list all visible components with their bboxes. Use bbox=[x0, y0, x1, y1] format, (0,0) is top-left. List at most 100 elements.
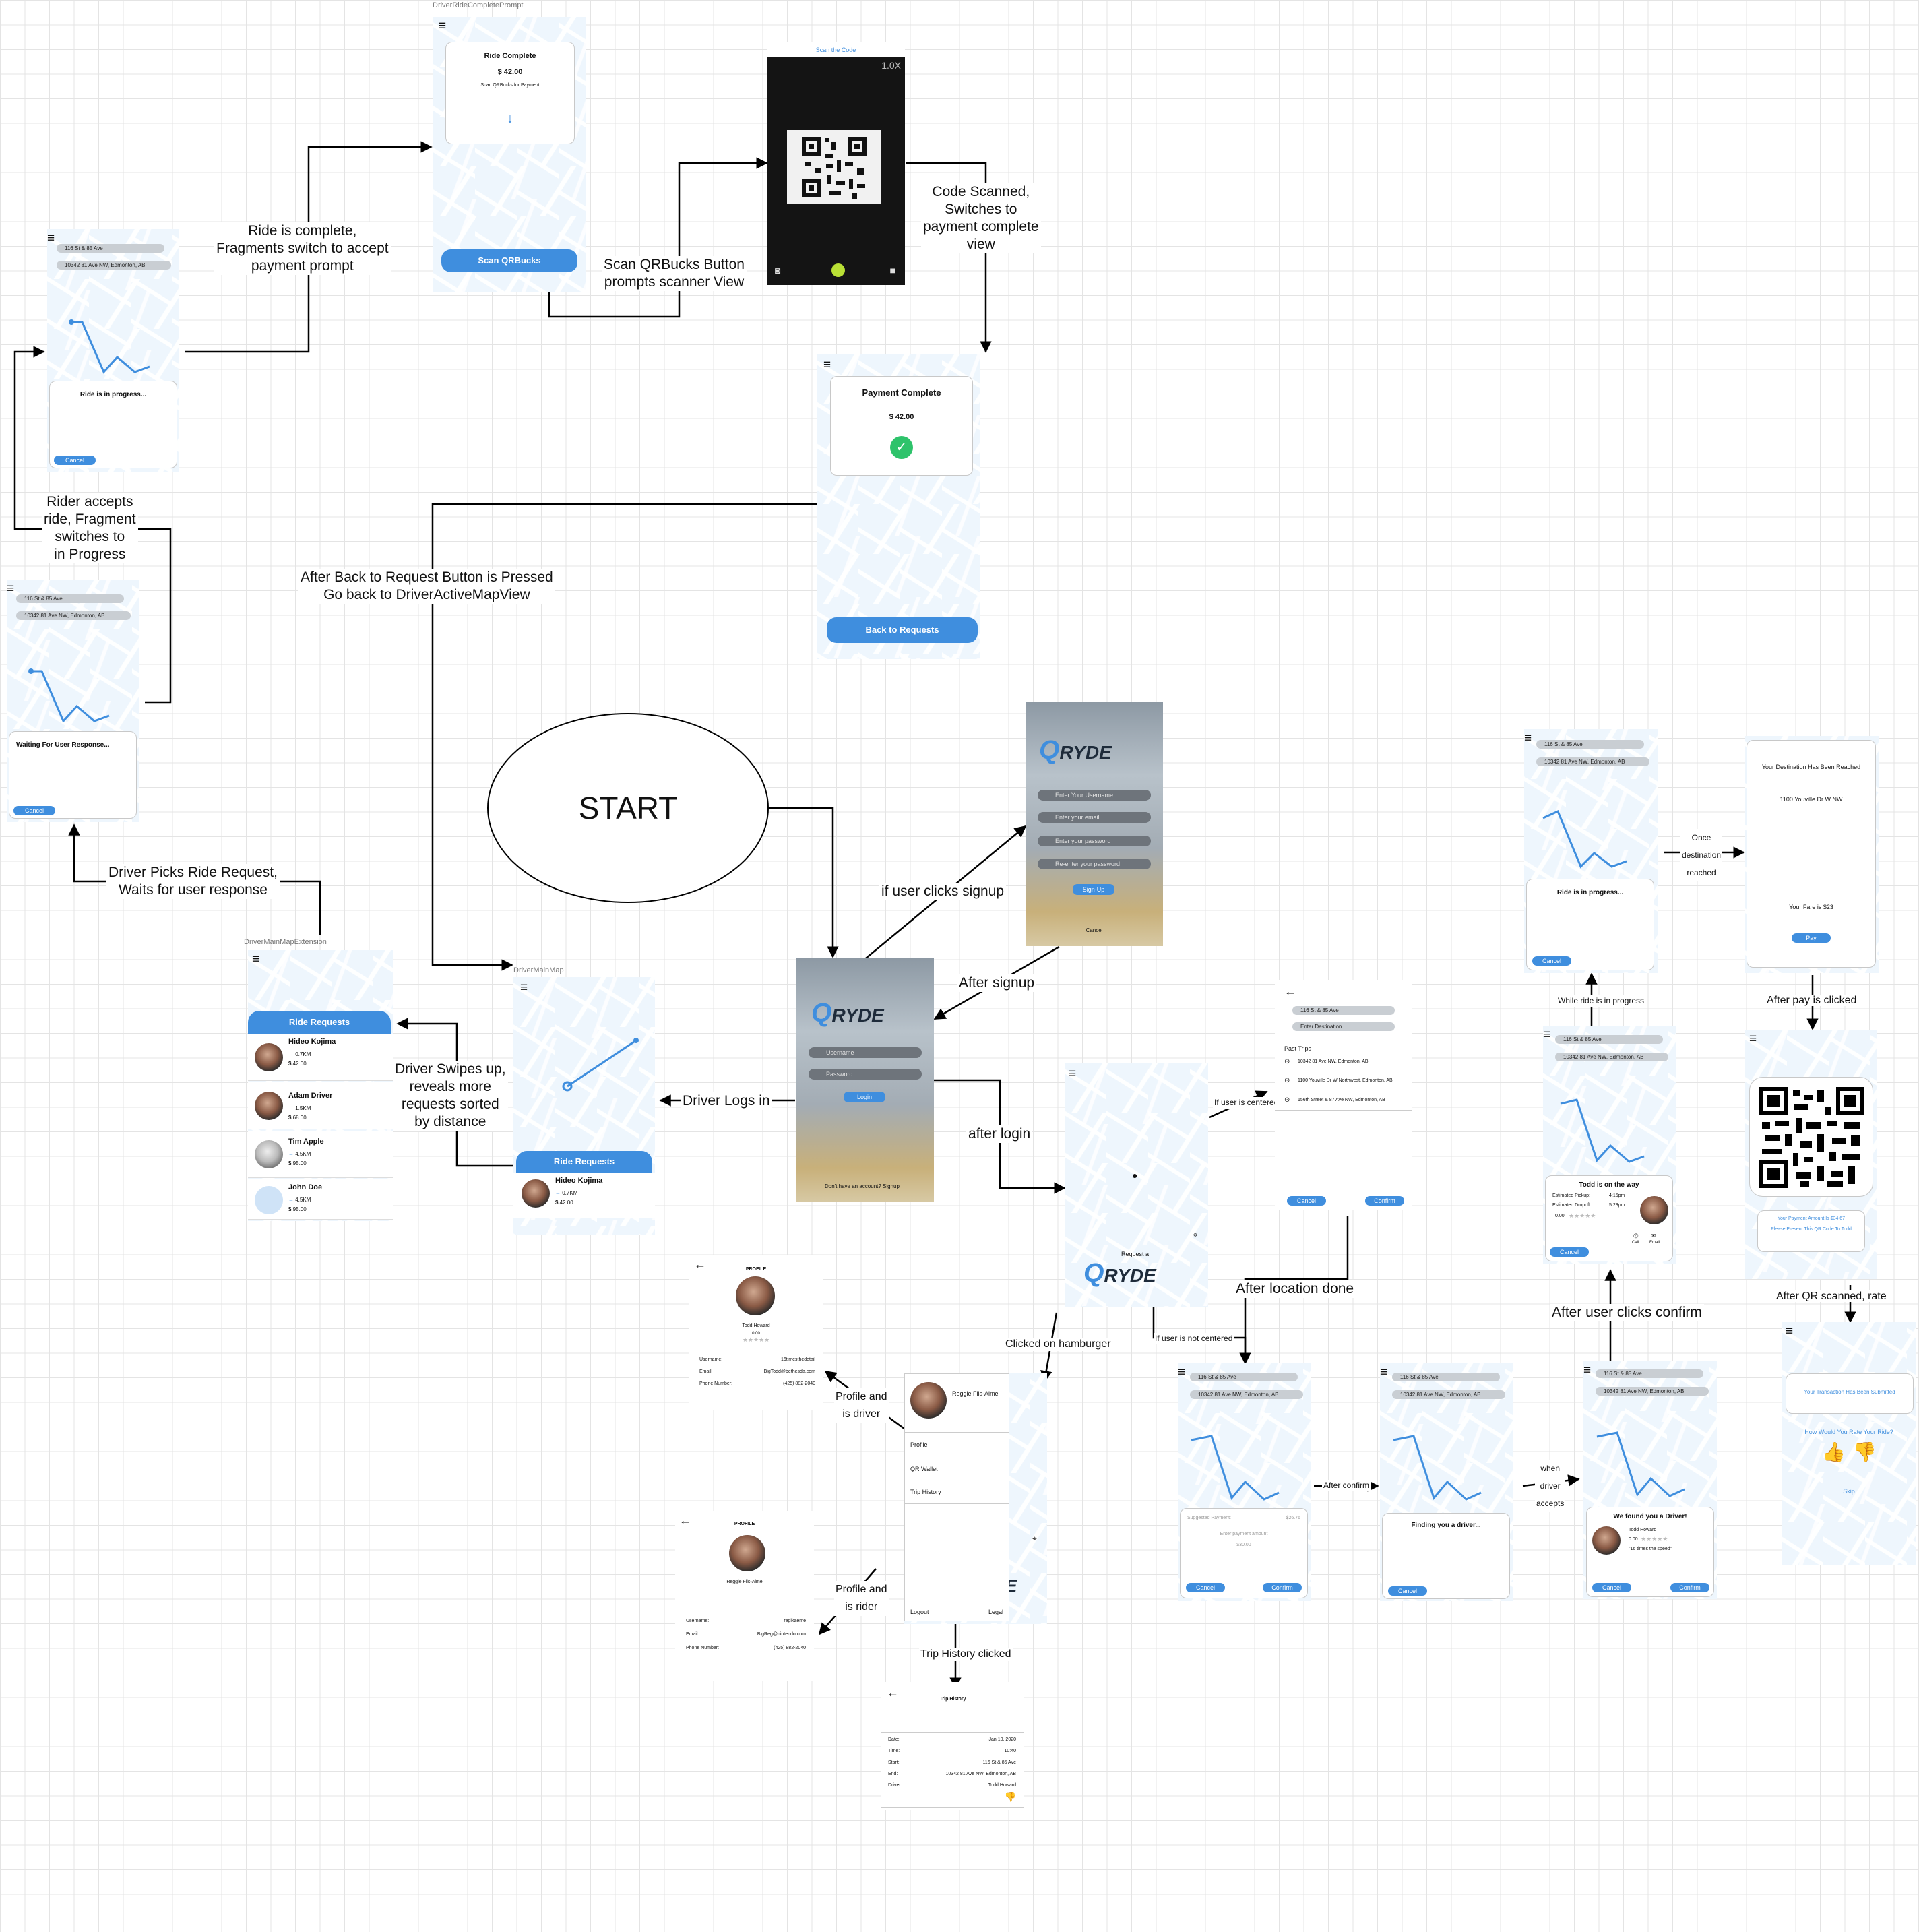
skip-link[interactable]: Skip bbox=[1843, 1488, 1855, 1495]
video-icon[interactable]: ■ bbox=[889, 265, 895, 276]
hamburger-icon[interactable]: ≡ bbox=[520, 980, 528, 995]
cancel-button[interactable]: Cancel bbox=[1186, 1583, 1225, 1592]
pay-button[interactable]: Pay bbox=[1792, 933, 1831, 943]
hamburger-icon[interactable]: ≡ bbox=[252, 952, 260, 966]
request-row[interactable]: John Doe → 4.5KM $ 95.00 bbox=[248, 1179, 393, 1220]
destination-input[interactable]: Enter Destination... bbox=[1292, 1022, 1395, 1031]
cancel-button[interactable]: Cancel bbox=[1592, 1583, 1631, 1592]
divider bbox=[905, 1432, 1009, 1433]
cancel-button[interactable]: Cancel bbox=[1532, 956, 1571, 966]
destination-field[interactable]: 10342 81 Ave NW, Edmonton, AB bbox=[57, 261, 171, 270]
hamburger-icon[interactable]: ≡ bbox=[1380, 1365, 1388, 1379]
thumbs-down-icon[interactable]: 👎 bbox=[1004, 1791, 1016, 1802]
confirm-button[interactable]: Confirm bbox=[1670, 1583, 1709, 1592]
pickup-field[interactable]: 116 St & 85 Ave bbox=[1555, 1035, 1663, 1044]
hamburger-icon[interactable]: ≡ bbox=[7, 582, 15, 596]
cancel-button[interactable]: Cancel bbox=[1388, 1586, 1427, 1596]
route-line bbox=[1560, 1098, 1645, 1163]
back-arrow-icon[interactable]: ← bbox=[679, 1514, 691, 1527]
pickup-field[interactable]: 116 St & 85 Ave bbox=[1190, 1373, 1298, 1381]
email-input[interactable]: Enter your email bbox=[1038, 812, 1151, 823]
destination-field[interactable]: 10342 81 Ave NW, Edmonton, AB bbox=[1596, 1387, 1709, 1396]
repassword-input[interactable]: Re-enter your password bbox=[1038, 859, 1151, 869]
legal-link[interactable]: Legal bbox=[988, 1609, 1003, 1615]
back-arrow-icon[interactable]: ← bbox=[887, 1686, 899, 1700]
password-input[interactable]: Password bbox=[809, 1069, 922, 1080]
cancel-button[interactable]: Cancel bbox=[54, 456, 96, 465]
screen-profile-driver: ← PROFILE Todd Howard 0.00 ★★★★★ Usernam… bbox=[689, 1255, 823, 1410]
hamburger-icon[interactable]: ≡ bbox=[1583, 1363, 1592, 1377]
field-value: BigReg@nintendo.com bbox=[757, 1632, 806, 1637]
request-price: $ 42.00 bbox=[288, 1061, 307, 1067]
confirm-button[interactable]: Confirm bbox=[1263, 1583, 1302, 1592]
phone-icon[interactable]: ✆ bbox=[1633, 1233, 1639, 1239]
arrow-payment-to-mainmap bbox=[431, 503, 817, 971]
hamburger-icon[interactable]: ≡ bbox=[1749, 1032, 1757, 1046]
recenter-icon: ⌖ bbox=[1032, 1534, 1037, 1543]
thumbs-up-icon[interactable]: 👍 bbox=[1822, 1441, 1846, 1462]
thumbs-down-icon[interactable]: 👎 bbox=[1853, 1441, 1877, 1462]
field-label: Time: bbox=[888, 1749, 900, 1753]
price-value: 42.00 bbox=[292, 1061, 307, 1067]
password-input[interactable]: Enter your password bbox=[1038, 836, 1151, 846]
pickup-field[interactable]: 116 St & 85 Ave bbox=[16, 594, 124, 603]
check-icon: ✓ bbox=[890, 436, 913, 459]
username-input[interactable]: Username bbox=[809, 1047, 922, 1058]
hamburger-icon[interactable]: ≡ bbox=[823, 358, 831, 372]
mail-icon[interactable]: ✉ bbox=[1651, 1233, 1656, 1239]
signup-button[interactable]: Sign-Up bbox=[1073, 884, 1114, 895]
scan-qrbucks-button[interactable]: Scan QRBucks bbox=[441, 249, 577, 272]
shutter-button[interactable] bbox=[831, 263, 845, 277]
request-row[interactable]: Hideo Kojima → 0.7KM $ 42.00 bbox=[248, 1034, 393, 1081]
request-row[interactable]: Adam Driver → 1.5KM $ 68.00 bbox=[248, 1082, 393, 1129]
hamburger-icon[interactable]: ≡ bbox=[1178, 1365, 1186, 1379]
menu-item-qr-wallet[interactable]: QR Wallet bbox=[910, 1466, 938, 1472]
signup-link[interactable]: Signup bbox=[883, 1183, 900, 1189]
pickup-field[interactable]: 116 St & 85 Ave bbox=[57, 244, 164, 253]
pickup-field[interactable]: 116 St & 85 Ave bbox=[1596, 1369, 1703, 1378]
pickup-field[interactable]: 116 St & 85 Ave bbox=[1392, 1373, 1500, 1381]
destination-field[interactable]: 10342 81 Ave NW, Edmonton, AB bbox=[1555, 1053, 1668, 1061]
destination-field[interactable]: 10342 81 Ave NW, Edmonton, AB bbox=[1190, 1390, 1303, 1399]
field-label: Username: bbox=[686, 1619, 710, 1623]
cancel-link[interactable]: Cancel bbox=[1086, 927, 1103, 933]
hamburger-icon[interactable]: ≡ bbox=[1069, 1067, 1077, 1081]
route-line bbox=[1596, 1431, 1685, 1497]
past-trip[interactable]: 10342 81 Ave NW, Edmonton, AB bbox=[1298, 1059, 1369, 1064]
destination-field[interactable]: 10342 81 Ave NW, Edmonton, AB bbox=[1536, 757, 1649, 766]
status-text: Ride is in progress... bbox=[1556, 889, 1624, 896]
screen-destination-reached: Your Destination Has Been Reached 1100 Y… bbox=[1745, 736, 1879, 973]
destination-field[interactable]: 10342 81 Ave NW, Edmonton, AB bbox=[1392, 1390, 1505, 1399]
profile-rating: 0.00 bbox=[752, 1332, 760, 1336]
cancel-button[interactable]: Cancel bbox=[1287, 1196, 1326, 1206]
pickup-field[interactable]: 116 St & 85 Ave bbox=[1536, 740, 1644, 749]
hamburger-icon[interactable]: ≡ bbox=[1543, 1028, 1551, 1042]
recenter-icon[interactable]: ⌖ bbox=[1193, 1229, 1198, 1240]
username-input[interactable]: Enter Your Username bbox=[1038, 790, 1151, 801]
submitted-card: Your Transaction Has Been Submitted bbox=[1786, 1373, 1914, 1414]
menu-item-trip-history[interactable]: Trip History bbox=[910, 1489, 941, 1495]
destination-field[interactable]: 10342 81 Ave NW, Edmonton, AB bbox=[16, 611, 131, 620]
request-row[interactable]: Hideo Kojima → 0.7KM $ 42.00 bbox=[513, 1173, 655, 1218]
back-to-requests-button[interactable]: Back to Requests bbox=[827, 617, 978, 643]
pickup-field[interactable]: 116 St & 85 Ave bbox=[1292, 1006, 1395, 1015]
confirm-button[interactable]: Confirm bbox=[1365, 1196, 1404, 1206]
camera-switch-icon[interactable]: ◙ bbox=[775, 265, 781, 276]
past-trip[interactable]: 1100 Youville Dr W Northwest, Edmonton, … bbox=[1298, 1078, 1393, 1083]
menu-item-profile[interactable]: Profile bbox=[910, 1441, 928, 1448]
hamburger-icon[interactable]: ≡ bbox=[439, 19, 447, 33]
hamburger-icon[interactable]: ≡ bbox=[1524, 731, 1532, 745]
amount-input[interactable]: $30.00 bbox=[1236, 1543, 1251, 1547]
past-trip[interactable]: 156th Street & 87 Ave NW, Edmonton, AB bbox=[1298, 1098, 1385, 1102]
ride-requests-header[interactable]: Ride Requests bbox=[516, 1151, 652, 1173]
logo-q: Q bbox=[1039, 736, 1060, 765]
back-arrow-icon[interactable]: ← bbox=[694, 1257, 706, 1271]
cancel-button[interactable]: Cancel bbox=[13, 806, 55, 815]
login-button[interactable]: Login bbox=[844, 1092, 885, 1102]
hamburger-icon[interactable]: ≡ bbox=[47, 231, 55, 245]
request-row[interactable]: Tim Apple → 4.5KM $ 95.00 bbox=[248, 1131, 393, 1178]
back-arrow-icon[interactable]: ← bbox=[1284, 985, 1296, 998]
hamburger-icon[interactable]: ≡ bbox=[1786, 1324, 1794, 1338]
logout-link[interactable]: Logout bbox=[910, 1609, 929, 1615]
cancel-button[interactable]: Cancel bbox=[1550, 1247, 1589, 1257]
